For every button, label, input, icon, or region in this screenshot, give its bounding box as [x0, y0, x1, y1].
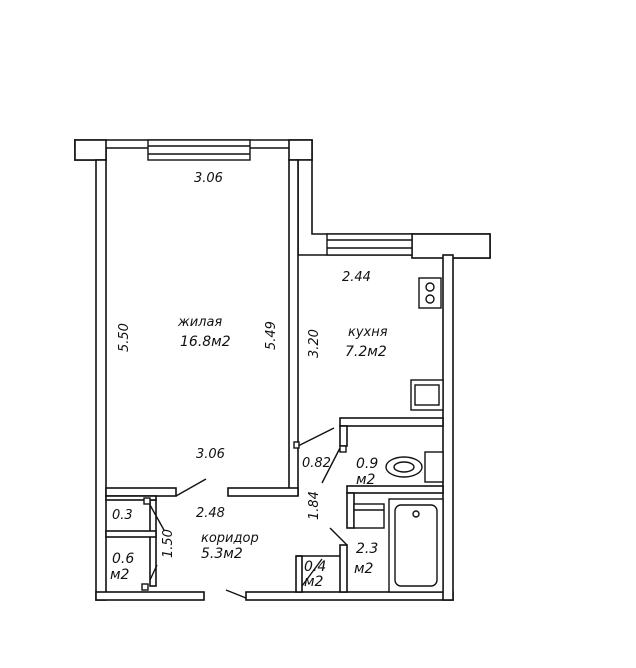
storage-small-area-unit: м2 — [304, 574, 324, 590]
door-bath — [329, 527, 348, 546]
door-closet-top-jamb — [143, 497, 151, 505]
bathroom-area-value: 2.3 — [356, 541, 378, 557]
door-wc — [321, 447, 341, 484]
dim-living-top: 3.06 — [194, 171, 223, 186]
kitchen-name: кухня — [348, 325, 388, 340]
wall-wc-left — [339, 425, 348, 447]
toilet-icon — [385, 451, 444, 483]
living-room-area: 16.8м2 — [180, 334, 231, 350]
kitchen-area: 7.2м2 — [345, 344, 387, 360]
washbasin-icon — [353, 503, 385, 529]
storage-left-area-unit: м2 — [110, 567, 130, 583]
wc-area-unit: м2 — [356, 472, 376, 488]
wall-bottom-left — [95, 591, 205, 601]
storage-left-area-value: 0.6 — [112, 551, 134, 567]
door-living — [175, 478, 207, 497]
door-storage-small — [301, 558, 323, 587]
wall-wc-bottom — [346, 485, 444, 494]
wall-kitchen-bottom — [339, 417, 444, 427]
wall-storage-small-right — [339, 544, 348, 593]
dim-closet-width: 0.3 — [112, 508, 133, 523]
interior-walls — [105, 159, 444, 593]
corridor-name: коридор — [201, 531, 259, 546]
door-closet-top — [149, 504, 165, 531]
wall-bottom-right — [245, 591, 454, 601]
dim-wc-door: 0.82 — [302, 456, 331, 471]
fixtures — [353, 277, 444, 593]
wall-closet-divider — [105, 530, 157, 538]
wall-storage-small-left — [295, 555, 303, 593]
door-kitchen — [297, 427, 335, 447]
wall-closet-top — [105, 495, 157, 501]
ledge-right — [288, 139, 313, 161]
door-wc-jamb — [339, 445, 347, 453]
storage-small-area-value: 0.4 — [304, 559, 326, 575]
doors — [141, 427, 348, 599]
wall-living-bottom-right — [227, 487, 299, 497]
dim-kitchen-left: 3.20 — [307, 329, 322, 358]
corridor-area: 5.3м2 — [201, 546, 243, 562]
dimension-labels: 3.06 5.50 5.49 3.06 2.44 3.20 0.82 1.84 … — [112, 171, 371, 558]
door-closet-bottom — [149, 564, 158, 581]
wall-right — [442, 254, 454, 601]
ledge-left — [74, 139, 107, 161]
dim-corridor-top: 2.48 — [196, 506, 225, 521]
dim-living-right: 5.49 — [264, 321, 279, 350]
wall-bath-left — [346, 492, 355, 529]
door-kitchen-jamb — [293, 441, 300, 449]
living-window — [147, 139, 251, 161]
stove-icon — [418, 277, 442, 309]
door-closet-bottom-jamb — [141, 583, 149, 591]
sink-icon — [410, 379, 444, 411]
room-labels: жилая 16.8м2 кухня 7.2м2 коридор 5.3м2 0… — [110, 315, 388, 590]
wc-area-value: 0.9 — [356, 456, 378, 472]
wall-left — [95, 159, 107, 601]
dim-corridor-right: 1.84 — [307, 491, 322, 520]
bathroom-area-unit: м2 — [354, 561, 374, 577]
kitchen-window — [326, 233, 413, 256]
bathtub-icon — [388, 498, 444, 593]
dim-living-bottom: 3.06 — [196, 447, 225, 462]
wall-living-bottom-left — [105, 487, 177, 497]
dim-kitchen-top: 2.44 — [342, 270, 371, 285]
door-entrance — [225, 589, 247, 599]
dim-living-left: 5.50 — [117, 323, 132, 352]
dim-closet-height: 1.50 — [161, 529, 176, 558]
exterior-walls — [74, 138, 491, 601]
living-room-name: жилая — [177, 315, 222, 330]
